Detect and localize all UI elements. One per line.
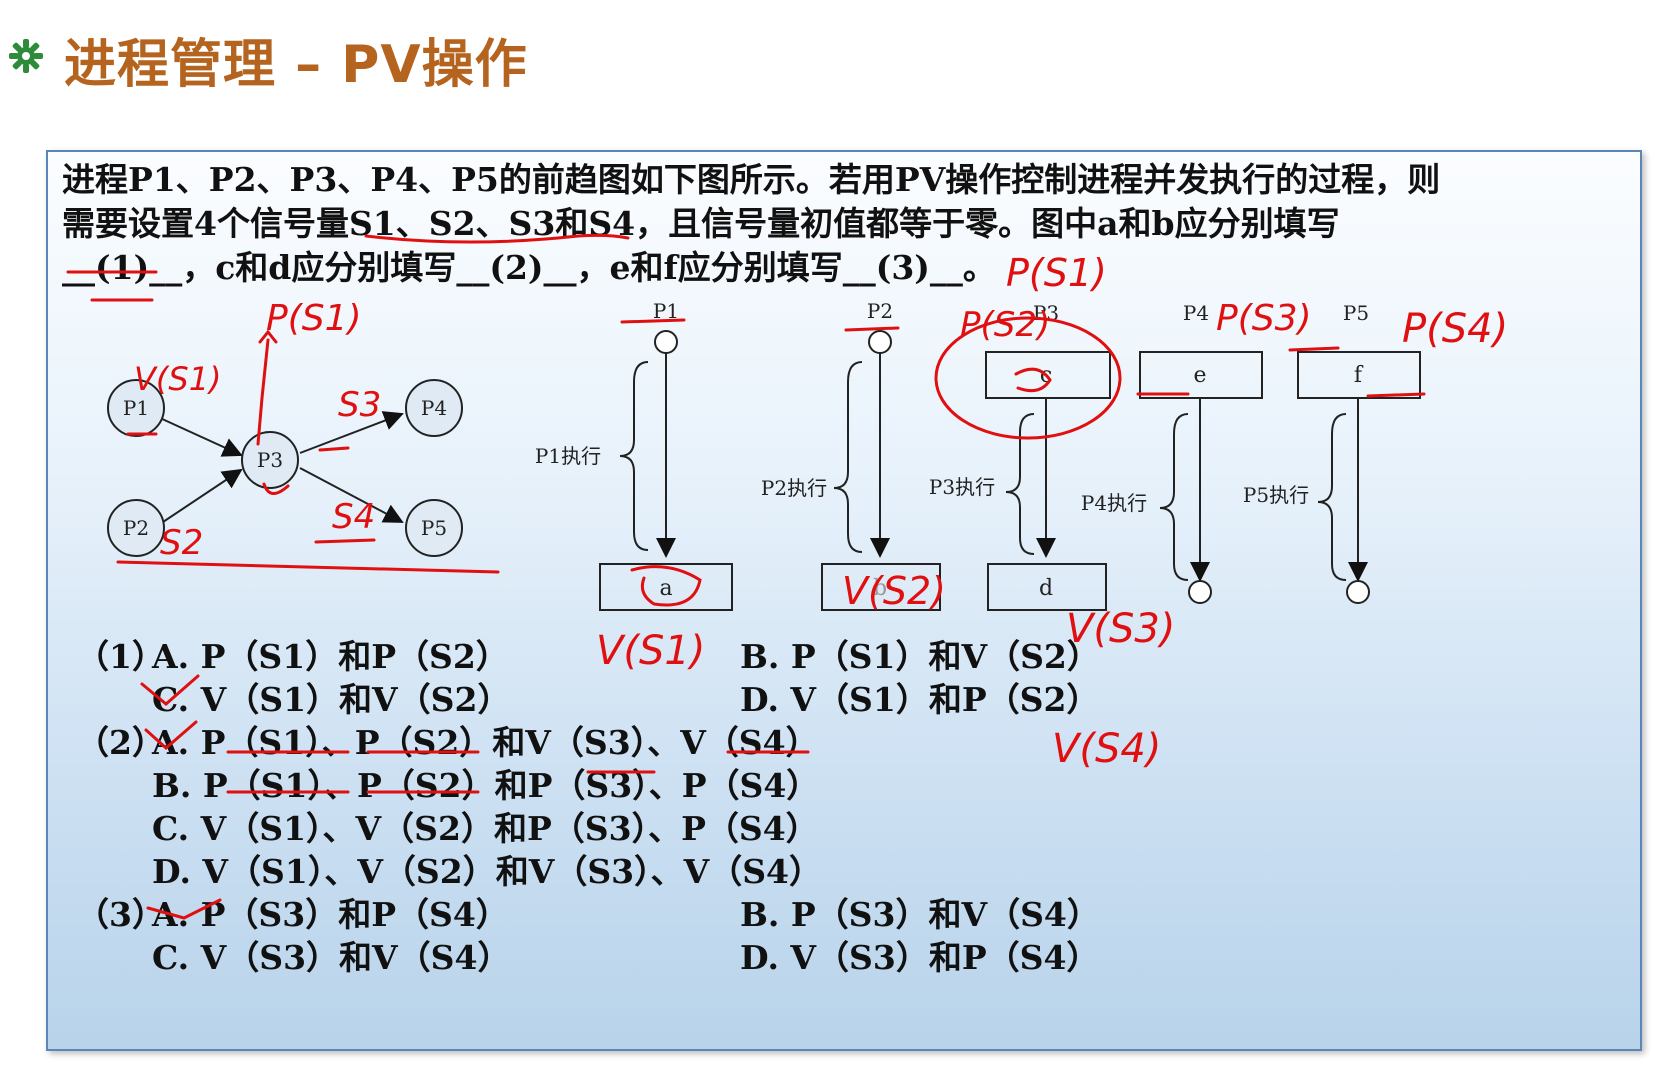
q3-option-d[interactable]: D. V（S3）和P（S4）	[740, 938, 1100, 977]
gear-bullet-icon	[9, 39, 43, 73]
node-label-p3: P3	[257, 448, 283, 472]
node-label-p5: P5	[421, 516, 447, 540]
q1-option-c[interactable]: C. V（S1）和V（S2）	[152, 680, 511, 719]
exec-label-p3: P3执行	[929, 475, 995, 499]
timeline-p1	[599, 330, 733, 611]
question-line-1: 进程P1、P2、P3、P4、P5的前趋图如下图所示。若用PV操作控制进程并发执行…	[62, 160, 1441, 199]
exec-label-p2: P2执行	[761, 476, 827, 500]
node-label-p2: P2	[123, 516, 149, 540]
q2-option-c[interactable]: C. V（S1）、V（S2）和P（S3）、P（S4）	[152, 809, 819, 848]
question-panel: 进程P1、P2、P3、P4、P5的前趋图如下图所示。若用PV操作控制进程并发执行…	[46, 150, 1642, 1051]
answer-options: （1） A. P（S1）和P（S2） B. P（S1）和V（S2） C. V（S…	[48, 152, 1640, 1049]
box-b-label: b	[873, 576, 887, 601]
node-p4	[405, 379, 463, 437]
box-d-label: d	[1039, 576, 1053, 601]
precedence-graph	[107, 379, 463, 557]
node-p5	[405, 499, 463, 557]
q1-option-b[interactable]: B. P（S1）和V（S2）	[740, 637, 1100, 676]
q1-option-d[interactable]: D. V（S1）和P（S2）	[740, 680, 1100, 719]
node-p2	[107, 499, 165, 557]
exec-label-p4: P4执行	[1081, 491, 1147, 515]
figure: P1 P2 P3 P4 P5 P1 P1执行 a P2 P2执行 b	[107, 299, 1421, 611]
box-b	[821, 563, 941, 611]
page-title: 进程管理 – PV操作	[64, 35, 528, 95]
title-bar: 进程管理 – PV操作	[0, 0, 1663, 110]
q3-option-b[interactable]: B. P（S3）和V（S4）	[740, 895, 1100, 934]
node-label-p4: P4	[421, 396, 447, 420]
q3-option-c[interactable]: C. V（S3）和V（S4）	[152, 938, 511, 977]
box-a	[599, 563, 733, 611]
box-f-label: f	[1354, 363, 1364, 388]
box-d	[987, 563, 1107, 611]
q3-option-a[interactable]: A. P（S3）和P（S4）	[152, 895, 509, 934]
q1-number: （1）	[76, 637, 165, 676]
timeline-p5	[1297, 351, 1421, 604]
question-line-3: __(1)__，c和d应分别填写__(2)__，e和f应分别填写__(3)__。	[62, 248, 996, 287]
question-text: 进程P1、P2、P3、P4、P5的前趋图如下图所示。若用PV操作控制进程并发执行…	[62, 158, 1622, 290]
q2-option-a[interactable]: A. P（S1）、P（S2）和V（S3）、V（S4）	[152, 723, 819, 762]
node-label-p1: P1	[123, 396, 149, 420]
proc-label-p2: P2	[867, 299, 893, 323]
node-p1	[107, 379, 165, 437]
timeline-p2	[821, 330, 941, 611]
exec-label-p5: P5执行	[1243, 483, 1309, 507]
exec-label-p1: P1执行	[535, 444, 601, 468]
proc-label-p5: P5	[1343, 301, 1369, 325]
q2-option-d[interactable]: D. V（S1）、V（S2）和V（S3）、V（S4）	[152, 852, 823, 891]
proc-label-p4: P4	[1183, 301, 1209, 325]
timeline-p4	[1139, 351, 1263, 604]
question-line-2: 需要设置4个信号量S1、S2、S3和S4，且信号量初值都等于零。图中a和b应分别…	[62, 204, 1340, 243]
box-e-label: e	[1193, 363, 1206, 388]
q2-option-b[interactable]: B. P（S1）、P（S2）和P（S3）、P（S4）	[152, 766, 820, 805]
q1-option-a[interactable]: A. P（S1）和P（S2）	[152, 637, 509, 676]
